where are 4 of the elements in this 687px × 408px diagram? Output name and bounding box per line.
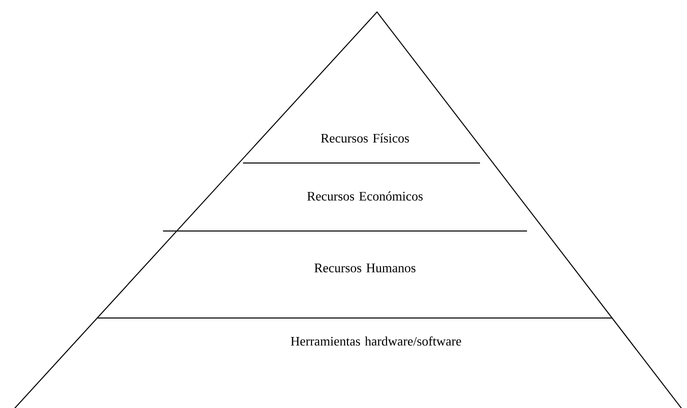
level-label: Recursos Humanos	[314, 264, 416, 272]
level-label: Herramientas hardware/software	[290, 336, 462, 346]
level-label: Recursos Físicos	[320, 133, 409, 143]
level-label: Recursos Económicos	[307, 191, 423, 201]
